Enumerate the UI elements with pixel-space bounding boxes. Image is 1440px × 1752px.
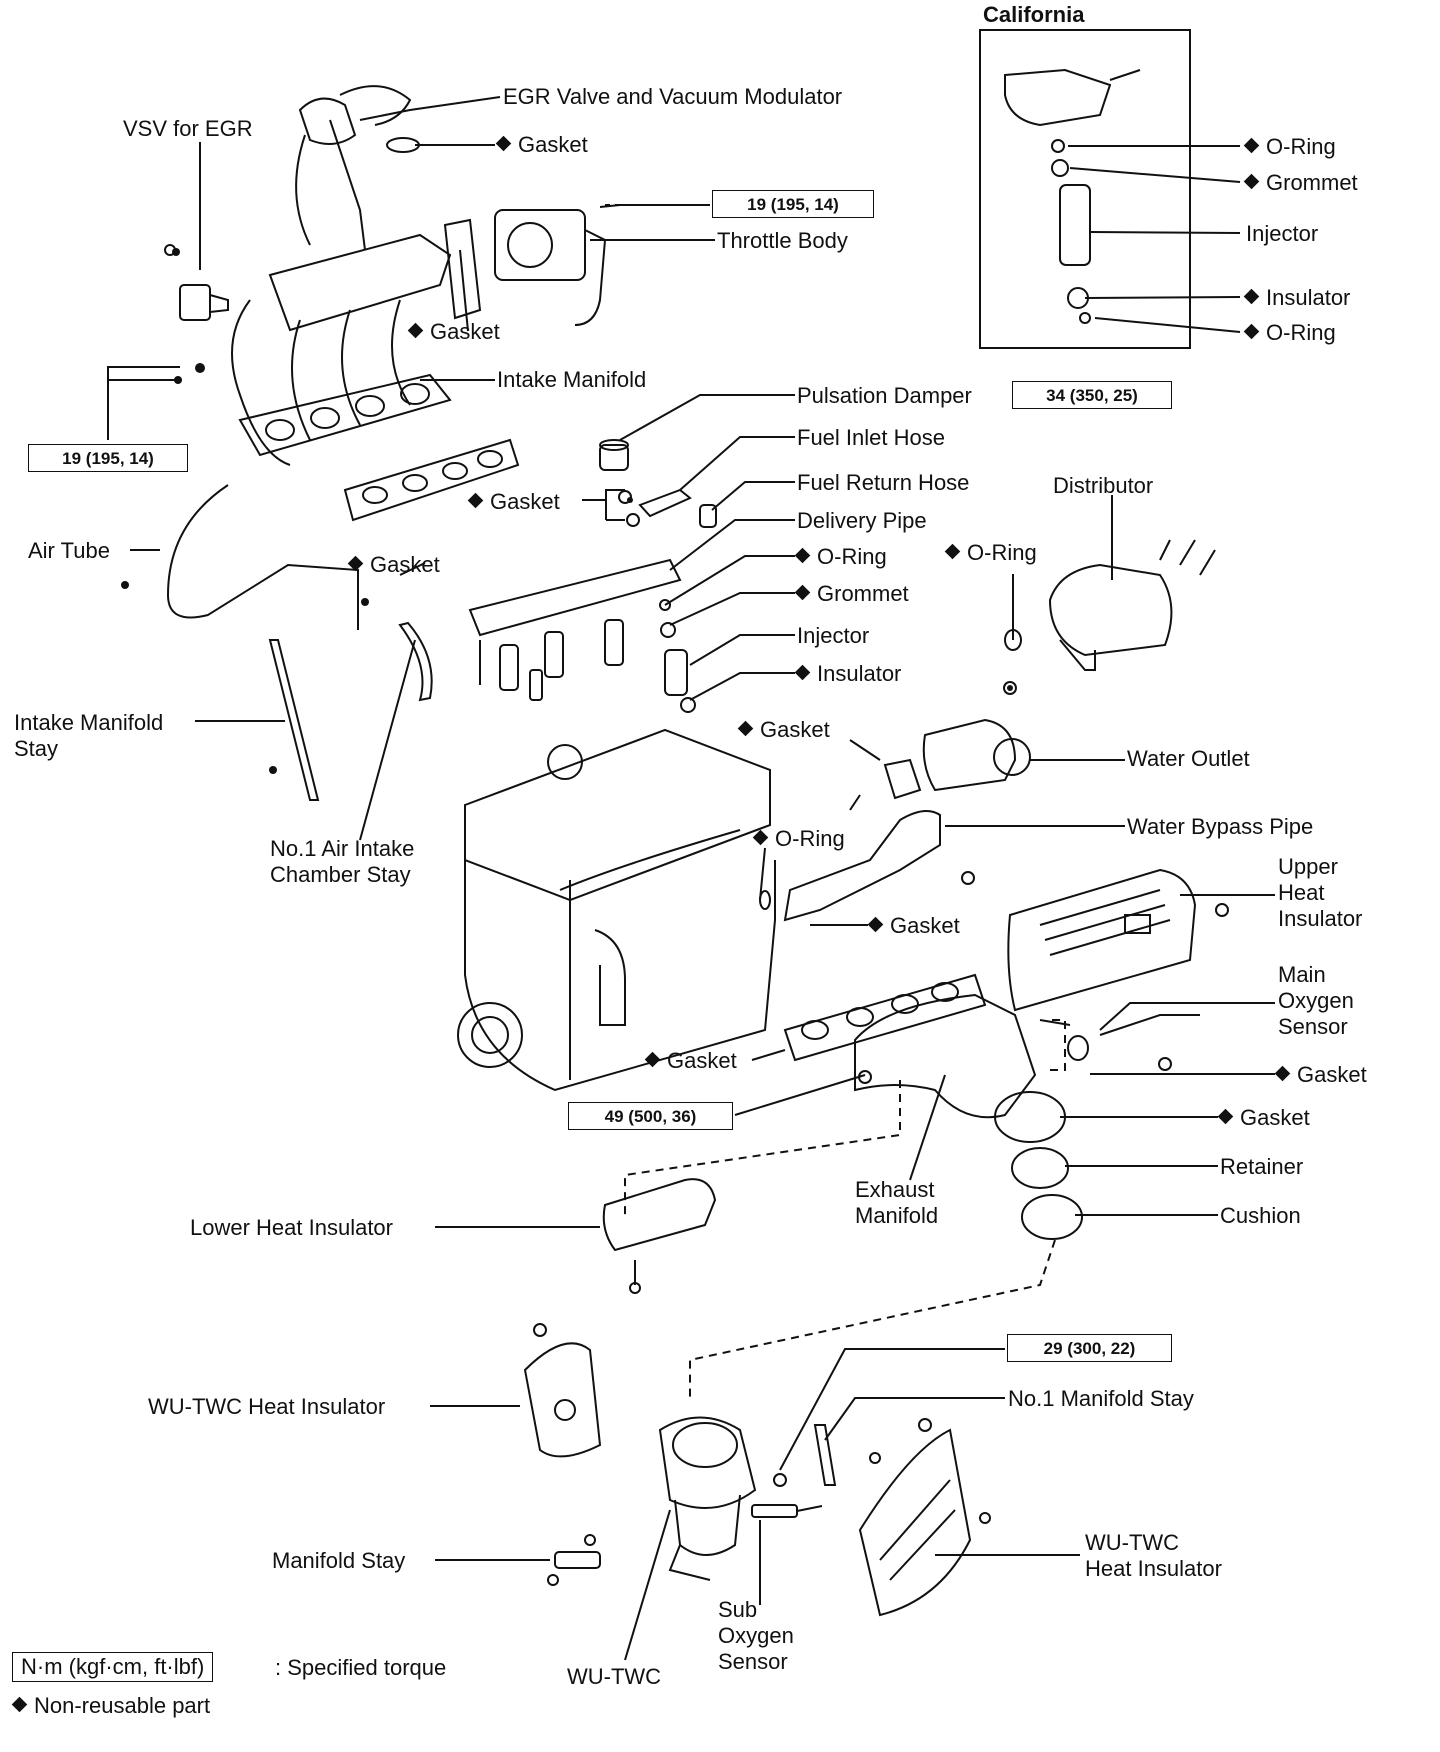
- sub-o2-sensor-sketch: [751, 1504, 823, 1518]
- label-air-tube: Air Tube: [28, 538, 110, 563]
- torque-box-intake: 19 (195, 14): [28, 444, 188, 472]
- label-gasket-bypass: Gasket: [867, 913, 960, 939]
- delivery-pipe-sketch: [468, 558, 682, 701]
- wu-twc-heat-right-sketch: [858, 1428, 991, 1617]
- exhaust-gasket-sketch: [783, 973, 987, 1062]
- intake-gasket-sketch: [343, 438, 520, 522]
- label-water-bypass-pipe: Water Bypass Pipe: [1127, 814, 1314, 839]
- label-cal-oring-top: O-Ring: [1243, 134, 1336, 160]
- label-wu-twc: WU-TWC: [567, 1664, 662, 1689]
- lower-heat-insulator-sketch: [602, 1178, 717, 1294]
- fuel-return-hose-sketch: [699, 504, 717, 528]
- legend-nonreusable: Non-reusable part: [11, 1693, 210, 1719]
- water-outlet-sketch: [883, 681, 1031, 800]
- label-water-outlet: Water Outlet: [1127, 746, 1250, 771]
- label-injector: Injector: [797, 623, 870, 648]
- label-manifold-stay: Manifold Stay: [272, 1548, 406, 1573]
- label-cal-oring-bottom: O-Ring: [1243, 320, 1336, 346]
- exhaust-manifold-sketch: [854, 993, 1071, 1119]
- label-cal-insulator: Insulator: [1243, 285, 1350, 311]
- label-fuel-return-hose: Fuel Return Hose: [797, 470, 970, 495]
- label-oring-bypass: O-Ring: [752, 826, 845, 852]
- label-throttle-body: Throttle Body: [717, 228, 848, 253]
- torque-box-twc: 29 (300, 22): [1007, 1334, 1172, 1362]
- legend-torque-unit-box: N·m (kgf·cm, ft·lbf): [12, 1652, 214, 1682]
- label-gasket-damper: Gasket: [467, 489, 560, 515]
- label-no1-manifold-stay: No.1 Manifold Stay: [1008, 1386, 1194, 1411]
- legend-torque-desc: : Specified torque: [275, 1655, 447, 1680]
- california-box: [979, 29, 1191, 349]
- label-gasket-ring: Gasket: [1217, 1105, 1310, 1131]
- nonreusable-diamond-icon: [11, 1696, 28, 1713]
- label-distributor: Distributor: [1053, 473, 1154, 498]
- label-gasket-egr: Gasket: [495, 132, 588, 158]
- label-gasket-exhaust: Gasket: [644, 1048, 737, 1074]
- throttle-gasket-sketch: [443, 218, 482, 320]
- intake-manifold-sketch: [231, 233, 452, 466]
- fuel-inlet-hose-sketch: [638, 488, 692, 518]
- wu-twc-sketch: [658, 1416, 757, 1581]
- water-bypass-pipe-sketch: [759, 794, 975, 922]
- pulsation-damper-sketch: [599, 439, 640, 527]
- main-o2-sensor-sketch: [1067, 1014, 1200, 1071]
- label-retainer: Retainer: [1220, 1154, 1304, 1179]
- label-gasket-intake: Gasket: [347, 552, 440, 578]
- egr-valve-sketch: [295, 85, 420, 251]
- no1-manifold-stay-sketch: [813, 1424, 837, 1486]
- label-insulator: Insulator: [794, 661, 901, 687]
- torque-box-throttle: 19 (195, 14): [712, 190, 874, 218]
- label-fuel-inlet-hose: Fuel Inlet Hose: [797, 425, 945, 450]
- chamber-stay-sketch: [398, 621, 433, 702]
- label-gasket-throttle: Gasket: [407, 319, 500, 345]
- torque-box-damper: 34 (350, 25): [1012, 381, 1172, 409]
- engine-block-sketch: [457, 728, 776, 1092]
- torque-box-exhaust: 49 (500, 36): [568, 1102, 733, 1130]
- label-pulsation-damper: Pulsation Damper: [797, 383, 972, 408]
- label-gasket-water-outlet: Gasket: [737, 717, 830, 743]
- label-grommet-delivery: Grommet: [794, 581, 909, 607]
- air-tube-sketch: [166, 484, 359, 630]
- california-title: California: [983, 2, 1085, 27]
- label-cushion: Cushion: [1220, 1203, 1301, 1228]
- label-delivery-pipe: Delivery Pipe: [797, 508, 927, 533]
- label-cal-injector: Injector: [1246, 221, 1319, 246]
- label-intake-manifold: Intake Manifold: [497, 367, 647, 392]
- label-egr-valve: EGR Valve and Vacuum Modulator: [503, 84, 843, 109]
- gasket-ring-sketch: [994, 1091, 1066, 1143]
- injector-sketch: [659, 599, 696, 713]
- label-oring-delivery: O-Ring: [794, 544, 887, 570]
- cushion-ring-sketch: [1021, 1194, 1083, 1240]
- intake-stay-sketch: [268, 639, 320, 801]
- label-oring-distributor: O-Ring: [944, 540, 1037, 566]
- wu-twc-heat-left-sketch: [523, 1323, 602, 1458]
- manifold-stay-sketch: [547, 1534, 601, 1586]
- throttle-body-sketch: [494, 204, 621, 326]
- label-lower-heat-insulator: Lower Heat Insulator: [190, 1215, 393, 1240]
- distributor-sketch: [1004, 539, 1216, 671]
- label-cal-grommet: Grommet: [1243, 170, 1358, 196]
- upper-heat-insulator-sketch: [1007, 868, 1229, 1012]
- retainer-ring-sketch: [1011, 1147, 1069, 1189]
- label-wu-twc-heat-left: WU-TWC Heat Insulator: [148, 1394, 386, 1419]
- label-vsv-egr: VSV for EGR: [123, 116, 253, 141]
- label-gasket-o2: Gasket: [1274, 1062, 1367, 1088]
